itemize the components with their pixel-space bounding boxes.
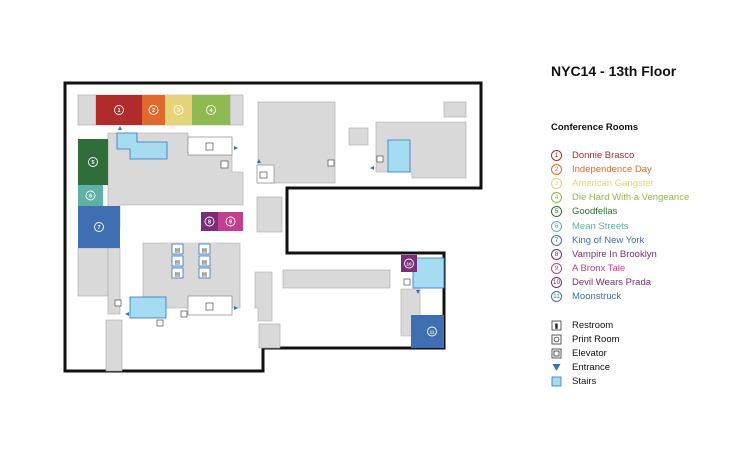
entrance-markers [118,126,420,316]
legend-room-3[interactable]: 3 American Gangster [551,176,689,190]
room-number-badge: 1 [551,149,562,161]
key-label: Entrance [572,362,611,374]
legend-room-9[interactable]: 9 A Bronx Tale [551,262,689,276]
legend-room-10[interactable]: 10 Devil Wears Prada [551,276,689,290]
legend-key-print-room: Print Room [551,332,620,346]
room-number-badge: 11 [551,291,562,303]
room-name: Vampire In Brooklyn [572,248,657,260]
elevator-bank: ▤ ▤ ▤ ▤ ▤ ▤ [171,243,211,279]
key-label: Print Room [572,333,620,345]
entrance-icon [551,362,562,373]
room-name: Mean Streets [572,220,629,232]
room-number-badges [85,105,437,337]
key-label: Stairs [572,376,597,388]
room-number-badge: 3 [551,177,562,189]
elevator-icon [551,348,562,359]
legend-room-7[interactable]: 7 King of New York [551,233,689,247]
key-label: Elevator [572,347,607,359]
print-room-icon [551,334,562,345]
room-9[interactable] [218,212,243,231]
room-2[interactable] [142,95,165,125]
stairs-icon [551,376,562,387]
room-name: A Bronx Tale [572,263,626,275]
room-6[interactable] [78,185,103,206]
legend-room-6[interactable]: 6 Mean Streets [551,219,689,233]
room-label-5: 5 [91,160,94,166]
room-name: Goodfellas [572,206,618,218]
room-number-labels: 1 2 3 4 5 6 7 8 9 10 11 [89,108,435,335]
room-number-badge: 5 [551,206,562,218]
room-label-8: 8 [208,220,211,226]
room-number-badge: 7 [551,234,562,246]
legend-key-elevator: Elevator [551,346,620,360]
svg-text:▤: ▤ [202,247,208,254]
room-label-7: 7 [97,225,100,231]
room-number-badge: 2 [551,163,562,175]
room-4[interactable] [192,95,230,125]
room-name: King of New York [572,234,645,246]
room-number-badge: 9 [551,263,562,275]
room-1[interactable] [96,95,142,125]
room-label-9: 9 [229,220,232,226]
legend-key-stairs: Stairs [551,375,620,389]
floor-title: NYC14 - 13th Floor [551,63,677,79]
legend-key-restroom: ▮ Restroom [551,318,620,332]
legend-room-4[interactable]: 4 Die Hard With a Vengeance [551,191,689,205]
conference-rooms[interactable] [78,95,444,348]
svg-text:▤: ▤ [175,247,181,254]
room-number-badge: 10 [551,277,562,289]
room-5[interactable] [78,139,108,185]
svg-text:▤: ▤ [175,259,181,266]
svg-text:▤: ▤ [175,271,181,278]
facility-icons [114,142,411,327]
room-label-2: 2 [152,108,155,114]
room-3[interactable] [165,95,192,125]
floor-plan-map: ▤ ▤ ▤ ▤ ▤ ▤ [63,81,483,373]
legend-room-2[interactable]: 2 Independence Day [551,162,689,176]
legend-room-1[interactable]: 1 Donnie Brasco [551,148,689,162]
room-name: Die Hard With a Vengeance [572,192,690,204]
legend-room-5[interactable]: 5 Goodfellas [551,205,689,219]
room-10[interactable] [401,255,417,272]
room-7[interactable] [78,206,120,248]
room-name: Moonstruck [572,291,622,303]
room-name: Donnie Brasco [572,149,635,161]
legend-room-8[interactable]: 8 Vampire In Brooklyn [551,247,689,261]
room-name: American Gangster [572,177,654,189]
room-number-badge: 4 [551,192,562,204]
legend-heading: Conference Rooms [551,122,639,133]
legend-key-entrance: Entrance [551,361,620,375]
stairs-areas [116,132,445,319]
svg-text:▤: ▤ [202,259,208,266]
key-label: Restroom [572,319,614,331]
room-label-3: 3 [177,108,180,114]
conference-room-legend: 1 Donnie Brasco 2 Independence Day 3 American… [551,148,689,304]
svg-text:▤: ▤ [202,271,208,278]
room-name: Independence Day [572,163,652,175]
room-number-badge: 8 [551,248,562,260]
room-name: Devil Wears Prada [572,277,652,289]
room-label-1: 1 [117,108,120,114]
restroom-icon: ▮ [551,320,562,331]
legend-room-11[interactable]: 11 Moonstruck [551,290,689,304]
room-number-badge: 6 [551,220,562,232]
room-label-11: 11 [430,330,435,335]
room-label-6: 6 [89,194,92,200]
svg-text:▮: ▮ [555,322,559,330]
room-8[interactable] [201,212,218,231]
room-label-10: 10 [406,262,412,267]
room-label-4: 4 [209,108,213,114]
